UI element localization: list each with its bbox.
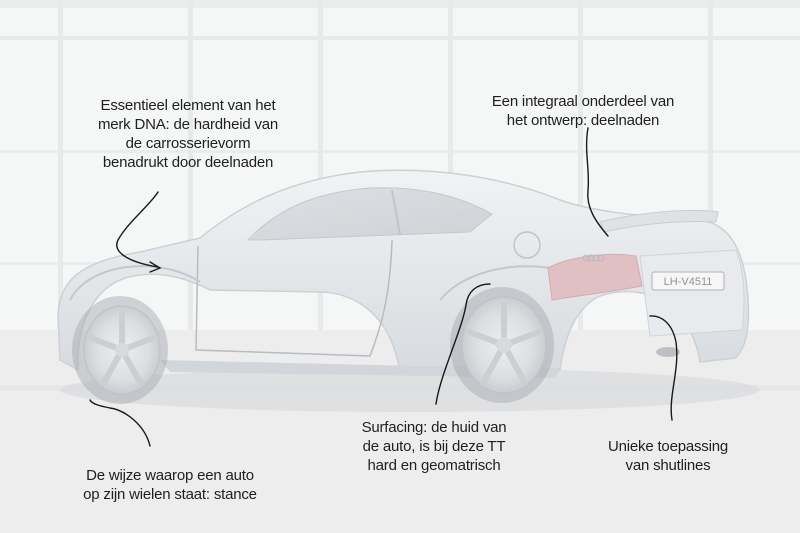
annotation-surfacing: Surfacing: de huid van de auto, is bij d…	[344, 418, 524, 475]
annotation-line: de auto, is bij deze TT	[344, 437, 524, 456]
annotation-line: Een integraal onderdeel van	[478, 92, 688, 111]
annotation-line: op zijn wielen staat: stance	[70, 485, 270, 504]
annotation-brand-dna: Essentieel element van het merk DNA: de …	[78, 96, 298, 172]
annotation-line: de carrosserievorm	[78, 134, 298, 153]
annotation-line: Essentieel element van het	[78, 96, 298, 115]
annotation-line: merk DNA: de hardheid van	[78, 115, 298, 134]
annotation-stance: De wijze waarop een auto op zijn wielen …	[70, 466, 270, 504]
annotation-line: het ontwerp: deelnaden	[478, 111, 688, 130]
annotation-shutlines: Unieke toepassing van shutlines	[608, 437, 728, 475]
annotation-line: Unieke toepassing	[608, 437, 728, 456]
annotation-line: benadrukt door deelnaden	[78, 153, 298, 172]
annotation-deelnaden: Een integraal onderdeel van het ontwerp:…	[478, 92, 688, 130]
annotation-line: Surfacing: de huid van	[344, 418, 524, 437]
annotation-line: hard en geomatrisch	[344, 456, 524, 475]
annotation-line: De wijze waarop een auto	[70, 466, 270, 485]
annotation-line: van shutlines	[608, 456, 728, 475]
